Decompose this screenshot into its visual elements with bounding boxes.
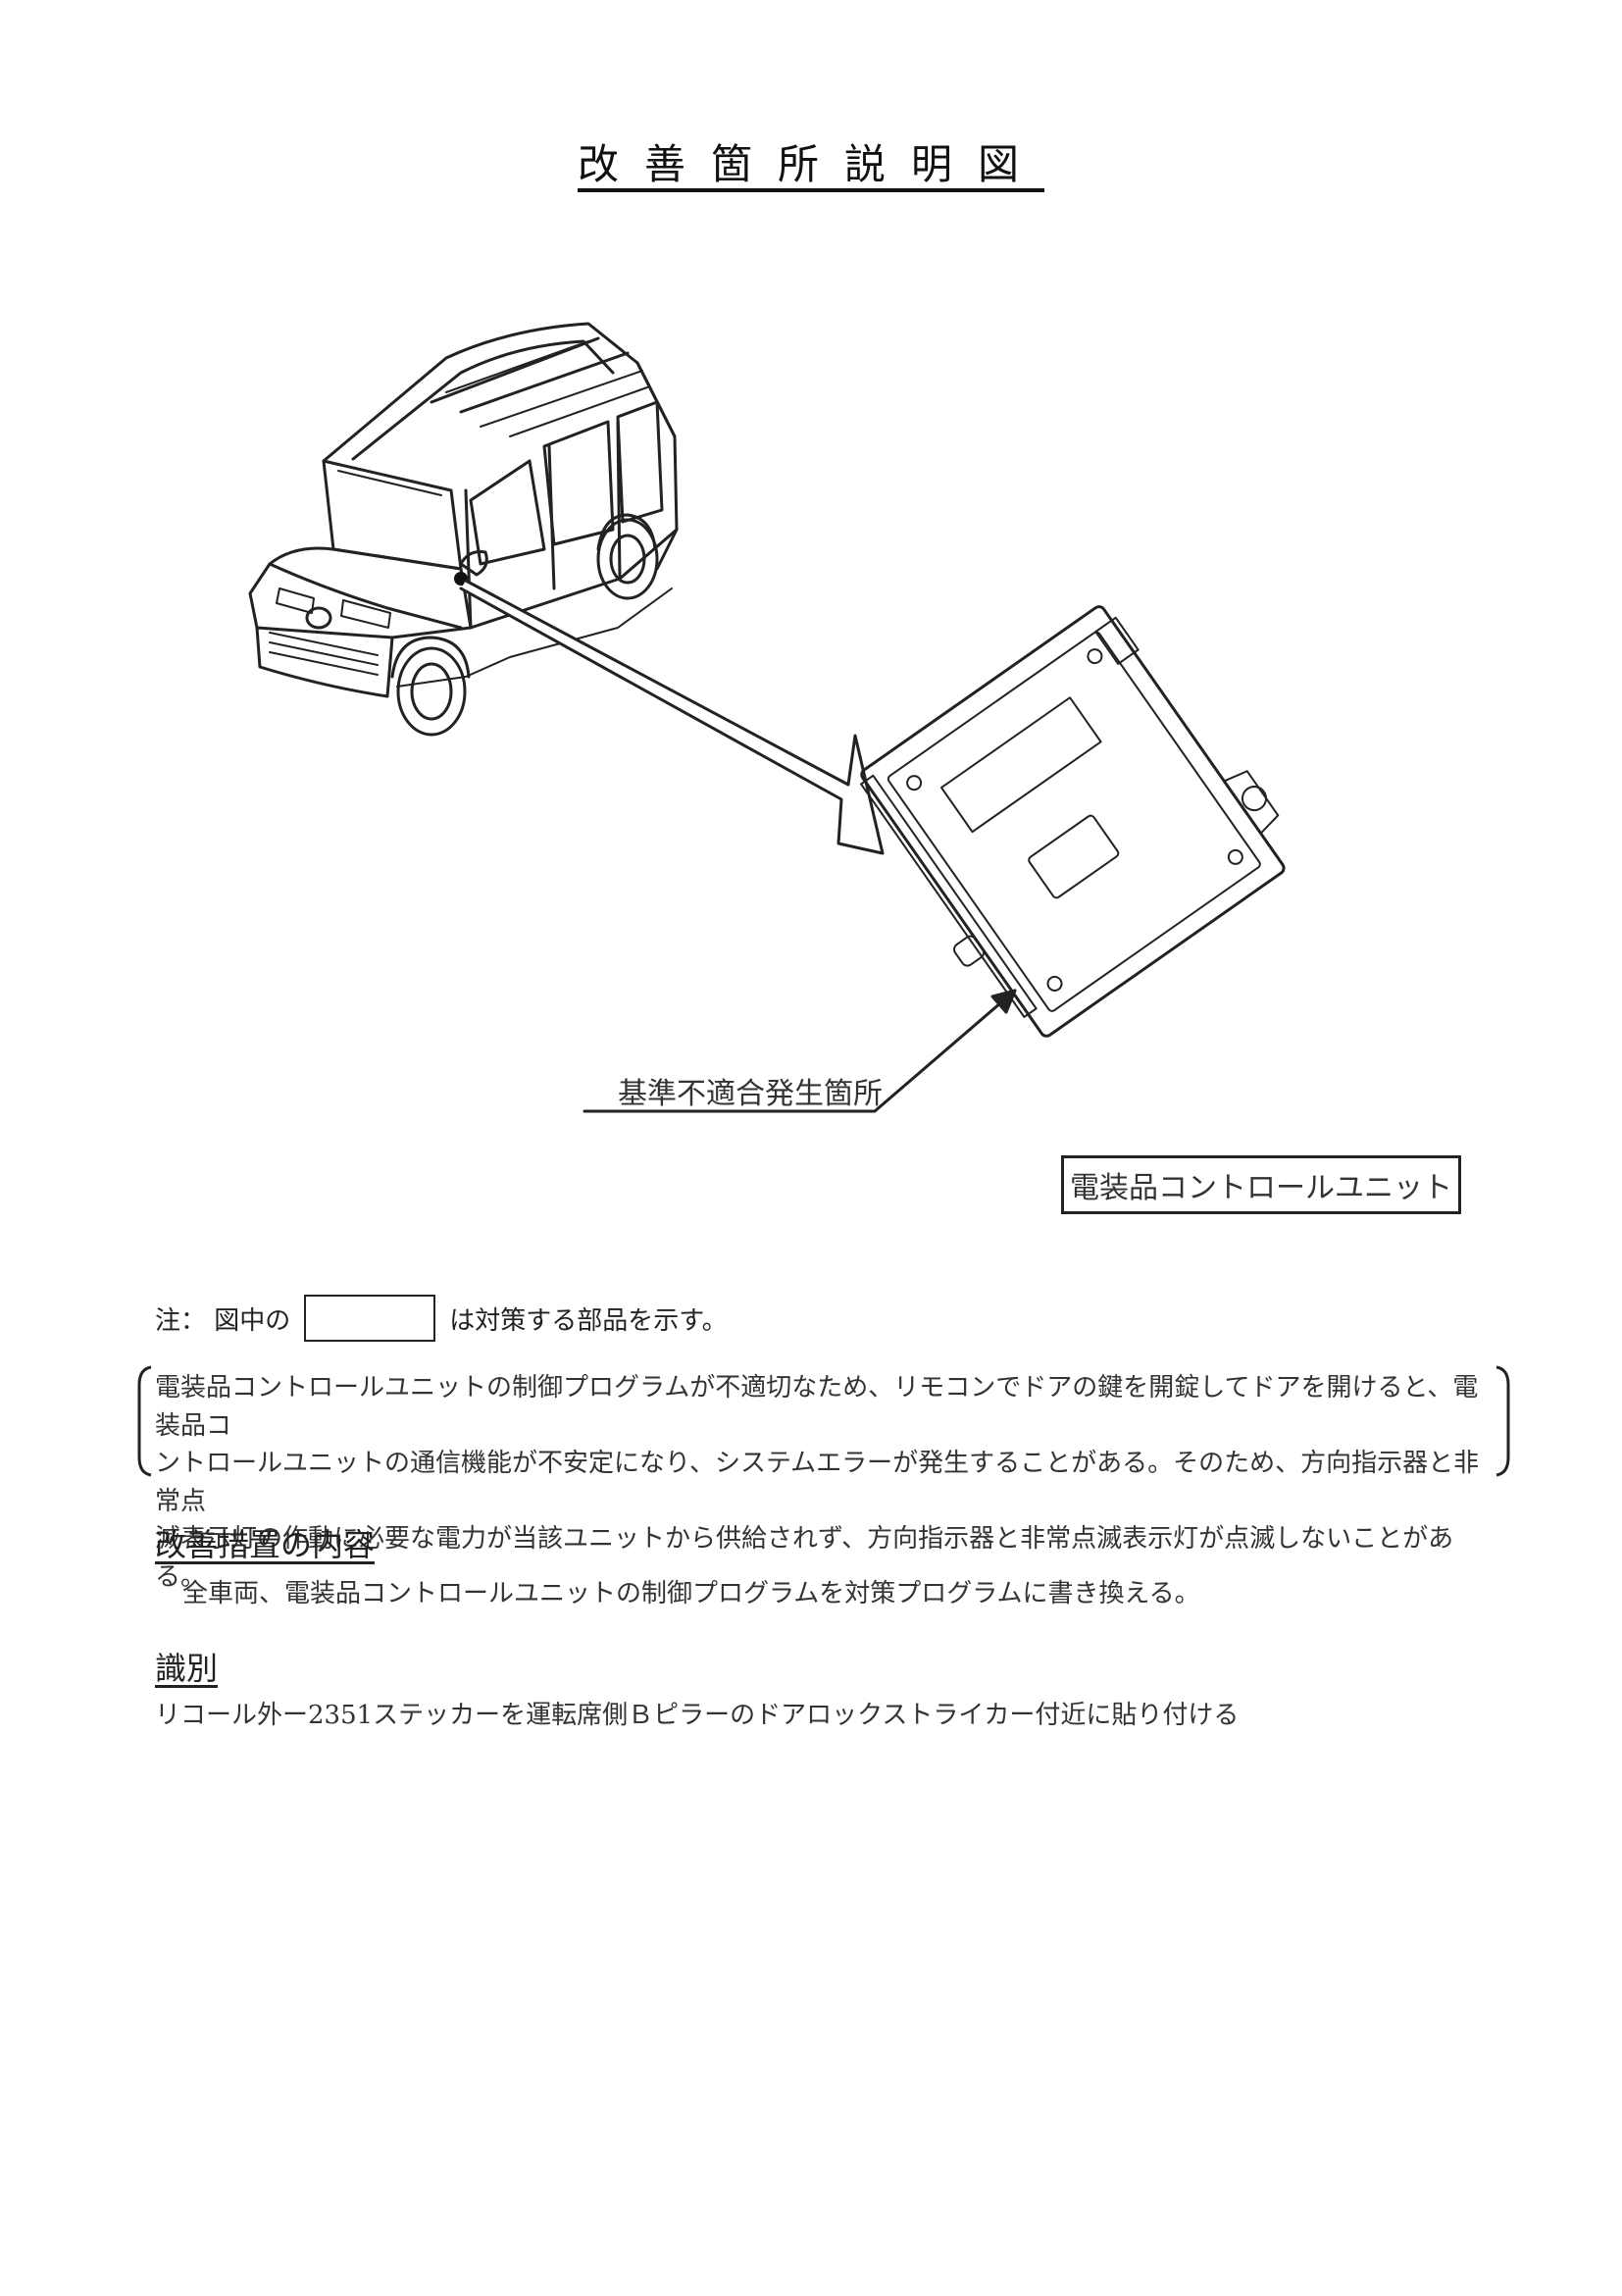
description-line: ントロールユニットの通信機能が不安定になり、システムエラーが発生することがある。… xyxy=(155,1449,1480,1516)
control-unit-illustration xyxy=(860,605,1286,1038)
note-suffix: は対策する部品を示す。 xyxy=(449,1305,728,1336)
note-prefix: 注： 図中の xyxy=(155,1305,291,1336)
improvement-diagram xyxy=(248,322,1286,1113)
part-name-label: 電装品コントロールユニット xyxy=(1070,1171,1452,1205)
part-name-box: 電装品コントロールユニット xyxy=(1061,1155,1461,1214)
identification-text: リコール外ー2351ステッカーを運転席側Ｂピラーのドアロックストライカー付近に貼… xyxy=(155,1701,1240,1730)
description-brackets xyxy=(137,1365,1510,1477)
legend-box-sample xyxy=(304,1295,436,1342)
callout-arrowhead xyxy=(990,989,1017,1014)
callout-line xyxy=(583,989,1017,1113)
defect-description: 電装品コントロールユニットの制御プログラムが不適切なため、リモコンでドアの鍵を開… xyxy=(155,1369,1500,1596)
remedy-heading: 改善措置の内容 xyxy=(155,1526,376,1563)
page-title: 改善箇所説明図 xyxy=(577,140,1044,188)
vehicle-illustration xyxy=(248,322,679,737)
identification-heading: 識別 xyxy=(155,1650,219,1687)
defect-location-label: 基準不適合発生箇所 xyxy=(618,1077,883,1111)
remedy-text: 全車両、電装品コントロールユニットの制御プログラムを対策プログラムに書き換える。 xyxy=(182,1579,1200,1608)
legend-note: 注： 図中の は対策する部品を示す。 xyxy=(155,1295,728,1342)
description-line: 電装品コントロールユニットの制御プログラムが不適切なため、リモコンでドアの鍵を開… xyxy=(155,1373,1479,1441)
pointer-arrow xyxy=(459,579,885,855)
description-line: 滅表示灯の作動に必要な電力が当該ユニットから供給されず、方向指示器と非常点滅表示… xyxy=(155,1524,1454,1592)
